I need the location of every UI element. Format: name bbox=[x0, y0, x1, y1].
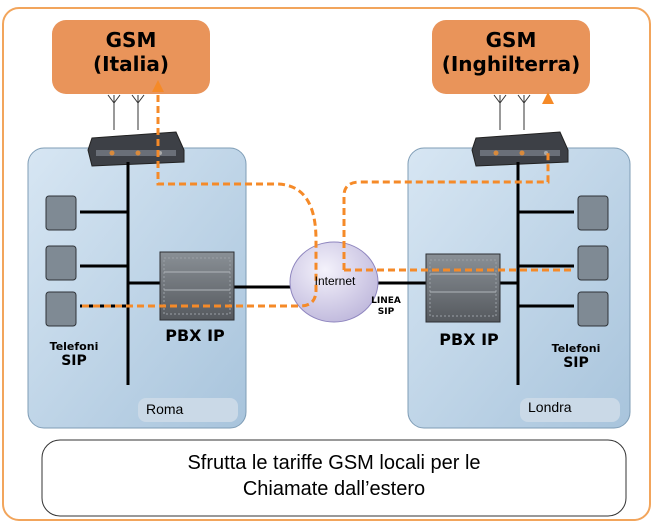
phones-label-line1: Telefoni bbox=[551, 342, 601, 355]
sip-phone-icon bbox=[45, 195, 77, 327]
pbx-label-londra: PBX IP bbox=[439, 330, 499, 349]
gsm-gateway-icon bbox=[87, 131, 185, 167]
linea-label: LINEA bbox=[371, 296, 401, 306]
city-label-londra: Londra bbox=[528, 399, 572, 415]
bottom-note-line1: Sfrutta le tariffe GSM locali per le bbox=[187, 452, 481, 474]
arrow-up-icon bbox=[542, 92, 554, 104]
call-path bbox=[82, 90, 572, 308]
gsm-box-italia bbox=[52, 20, 210, 94]
phones-label-line2: SIP bbox=[563, 355, 589, 371]
internet-cloud-icon bbox=[289, 241, 379, 323]
gsm-title-inghilterra: GSM (Inghilterra) bbox=[432, 28, 590, 76]
sip-label: SIP bbox=[377, 307, 395, 317]
gsm-title-italia: GSM (Italia) bbox=[52, 28, 210, 76]
gsm-country: (Inghilterra) bbox=[441, 52, 581, 76]
phones-label-roma: Telefoni SIP bbox=[36, 340, 112, 369]
lan-lines-londra bbox=[370, 162, 574, 385]
pbx-ip-icon bbox=[425, 253, 501, 323]
city-label-box-roma bbox=[138, 398, 238, 422]
gsm-gateway-icon bbox=[471, 131, 569, 167]
gsm-country: (Italia) bbox=[93, 52, 169, 76]
bottom-note: Sfrutta le tariffe GSM locali per le Chi… bbox=[42, 450, 626, 502]
sip-phone-icon bbox=[577, 195, 609, 327]
gsm-label: GSM bbox=[105, 28, 157, 52]
gsm-box-inghilterra bbox=[432, 20, 590, 94]
gsm-label: GSM bbox=[485, 28, 537, 52]
city-label-box-londra bbox=[520, 398, 620, 422]
phones-label-line1: Telefoni bbox=[49, 340, 99, 353]
pbx-label-roma: PBX IP bbox=[165, 326, 225, 345]
bottom-note-line2: Chiamate dall’estero bbox=[242, 478, 426, 500]
arrow-up-icon bbox=[152, 80, 164, 92]
linea-sip-label: LINEA SIP bbox=[362, 296, 410, 318]
bottom-note-box bbox=[41, 439, 627, 517]
pbx-ip-icon bbox=[159, 251, 235, 321]
phones-label-londra: Telefoni SIP bbox=[534, 342, 618, 371]
phones-label-line2: SIP bbox=[61, 353, 87, 369]
antenna-icon bbox=[493, 94, 531, 130]
internet-label: Internet bbox=[314, 274, 356, 288]
city-label-roma: Roma bbox=[146, 401, 184, 417]
antenna-icon bbox=[107, 94, 145, 130]
